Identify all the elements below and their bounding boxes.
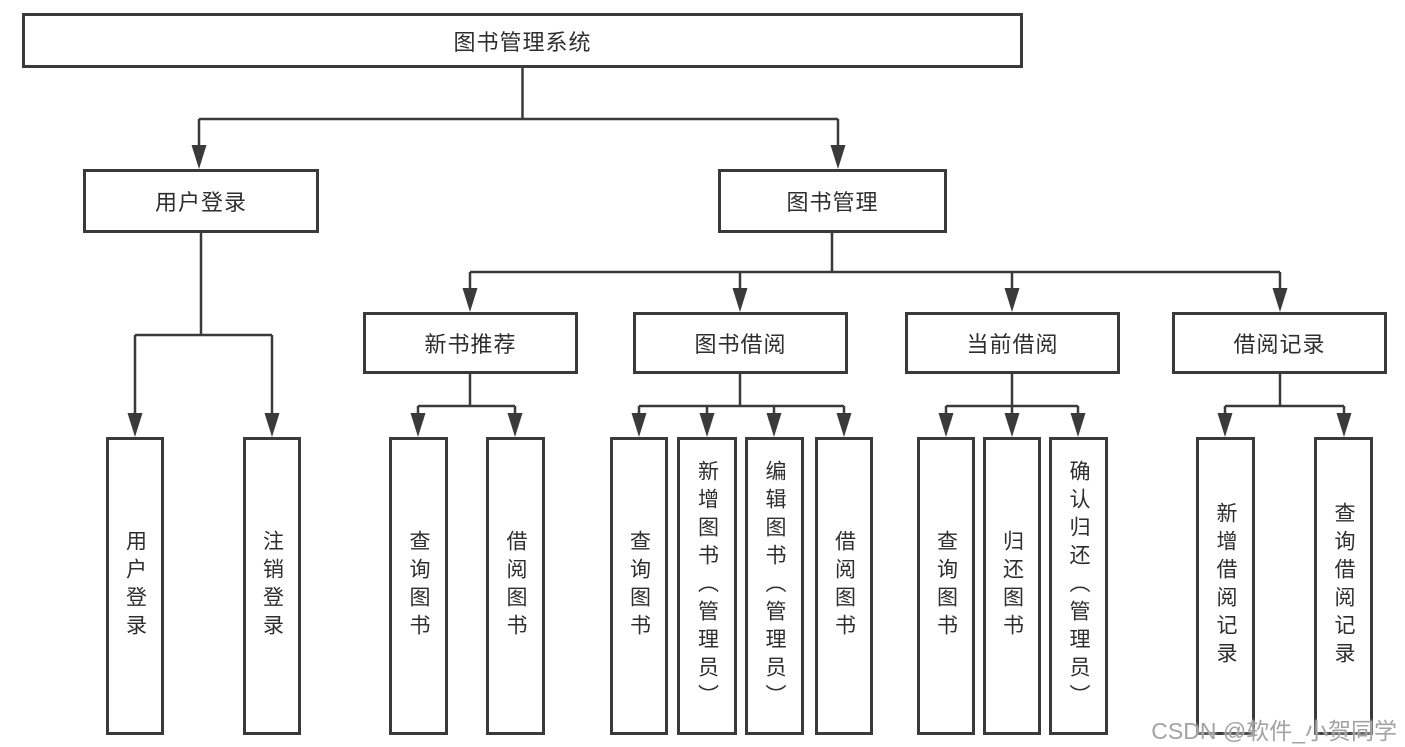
arrow-down-icon [1217,413,1233,437]
arrow-down-icon [507,413,523,437]
arrow-down-icon [1336,413,1352,437]
arrow-down-icon [264,413,280,437]
leaf-borrow-book: 借阅图书 [486,437,545,735]
node-user-login: 用户登录 [83,169,319,233]
leaf-add-book-admin-label: 新增图书（管理员） [695,460,719,712]
leaf-add-book-admin: 新增图书（管理员） [677,437,737,735]
node-book-management-label: 图书管理 [786,190,879,215]
leaf-add-borrow-record-label: 新增借阅记录 [1214,502,1237,670]
watermark: CSDN @软件_小贺同学 [1151,718,1397,744]
leaf-edit-book-admin-label: 编辑图书（管理员） [763,460,786,712]
node-root-label: 图书管理系统 [453,29,592,55]
leaf-query-book-label: 查询图书 [407,530,430,642]
leaf-return-book: 归还图书 [983,437,1041,735]
arrow-down-icon [191,145,207,169]
arrow-down-icon [699,413,715,437]
leaf-return-book-label: 归还图书 [1000,530,1024,642]
arrow-down-icon [1004,413,1020,437]
leaf-query-book-label: 查询图书 [627,530,651,642]
node-root: 图书管理系统 [22,13,1023,68]
node-book-borrow: 图书借阅 [633,312,848,374]
node-book-management: 图书管理 [718,169,947,233]
leaf-confirm-return-admin: 确认归还（管理员） [1049,437,1108,735]
leaf-user-login-label: 用户登录 [123,530,147,642]
leaf-query-book-label: 查询图书 [934,530,958,642]
arrow-down-icon [836,413,852,437]
connector-recommend-to-leaves [416,374,517,418]
leaf-logout-label: 注销登录 [260,530,284,642]
connector-records-to-leaves [1223,374,1346,418]
arrow-down-icon [631,413,647,437]
leaf-user-login: 用户登录 [106,437,164,735]
arrow-down-icon [766,413,782,437]
node-current-borrow-label: 当前借阅 [966,332,1059,357]
node-new-book-recommend-label: 新书推荐 [424,332,517,357]
node-borrow-record: 借阅记录 [1172,312,1387,374]
arrow-down-icon [1070,413,1086,437]
leaf-borrow-book: 借阅图书 [815,437,873,735]
leaf-confirm-return-admin-label: 确认归还（管理员） [1067,460,1090,712]
leaf-query-book: 查询图书 [610,437,668,735]
arrow-down-icon [938,413,954,437]
arrow-down-icon [732,288,748,312]
node-book-borrow-label: 图书借阅 [694,332,787,357]
arrow-down-icon [127,413,143,437]
connector-bookmgmt-to-level3 [468,233,1282,293]
arrow-down-icon [410,413,426,437]
arrow-down-icon [1004,288,1020,312]
connector-borrow-to-leaves [637,374,846,418]
leaf-query-book: 查询图书 [389,437,448,735]
node-current-borrow: 当前借阅 [905,312,1120,374]
connector-userlogin-to-leaves [133,233,274,418]
leaf-query-borrow-record-label: 查询借阅记录 [1332,502,1355,670]
arrow-down-icon [1272,288,1288,312]
leaf-query-borrow-record: 查询借阅记录 [1314,437,1373,735]
arrowheads [127,145,1352,437]
leaf-borrow-book-label: 借阅图书 [504,530,527,642]
leaf-edit-book-admin: 编辑图书（管理员） [745,437,804,735]
leaf-query-book: 查询图书 [917,437,975,735]
arrow-down-icon [830,145,846,169]
node-borrow-record-label: 借阅记录 [1233,332,1326,357]
leaf-logout: 注销登录 [243,437,301,735]
node-user-login-label: 用户登录 [154,190,247,215]
connector-root-to-level2 [197,68,840,150]
arrow-down-icon [462,288,478,312]
connector-current-to-leaves [944,374,1080,418]
node-new-book-recommend: 新书推荐 [363,312,578,374]
leaf-add-borrow-record: 新增借阅记录 [1196,437,1255,735]
leaf-borrow-book-label: 借阅图书 [832,530,856,642]
